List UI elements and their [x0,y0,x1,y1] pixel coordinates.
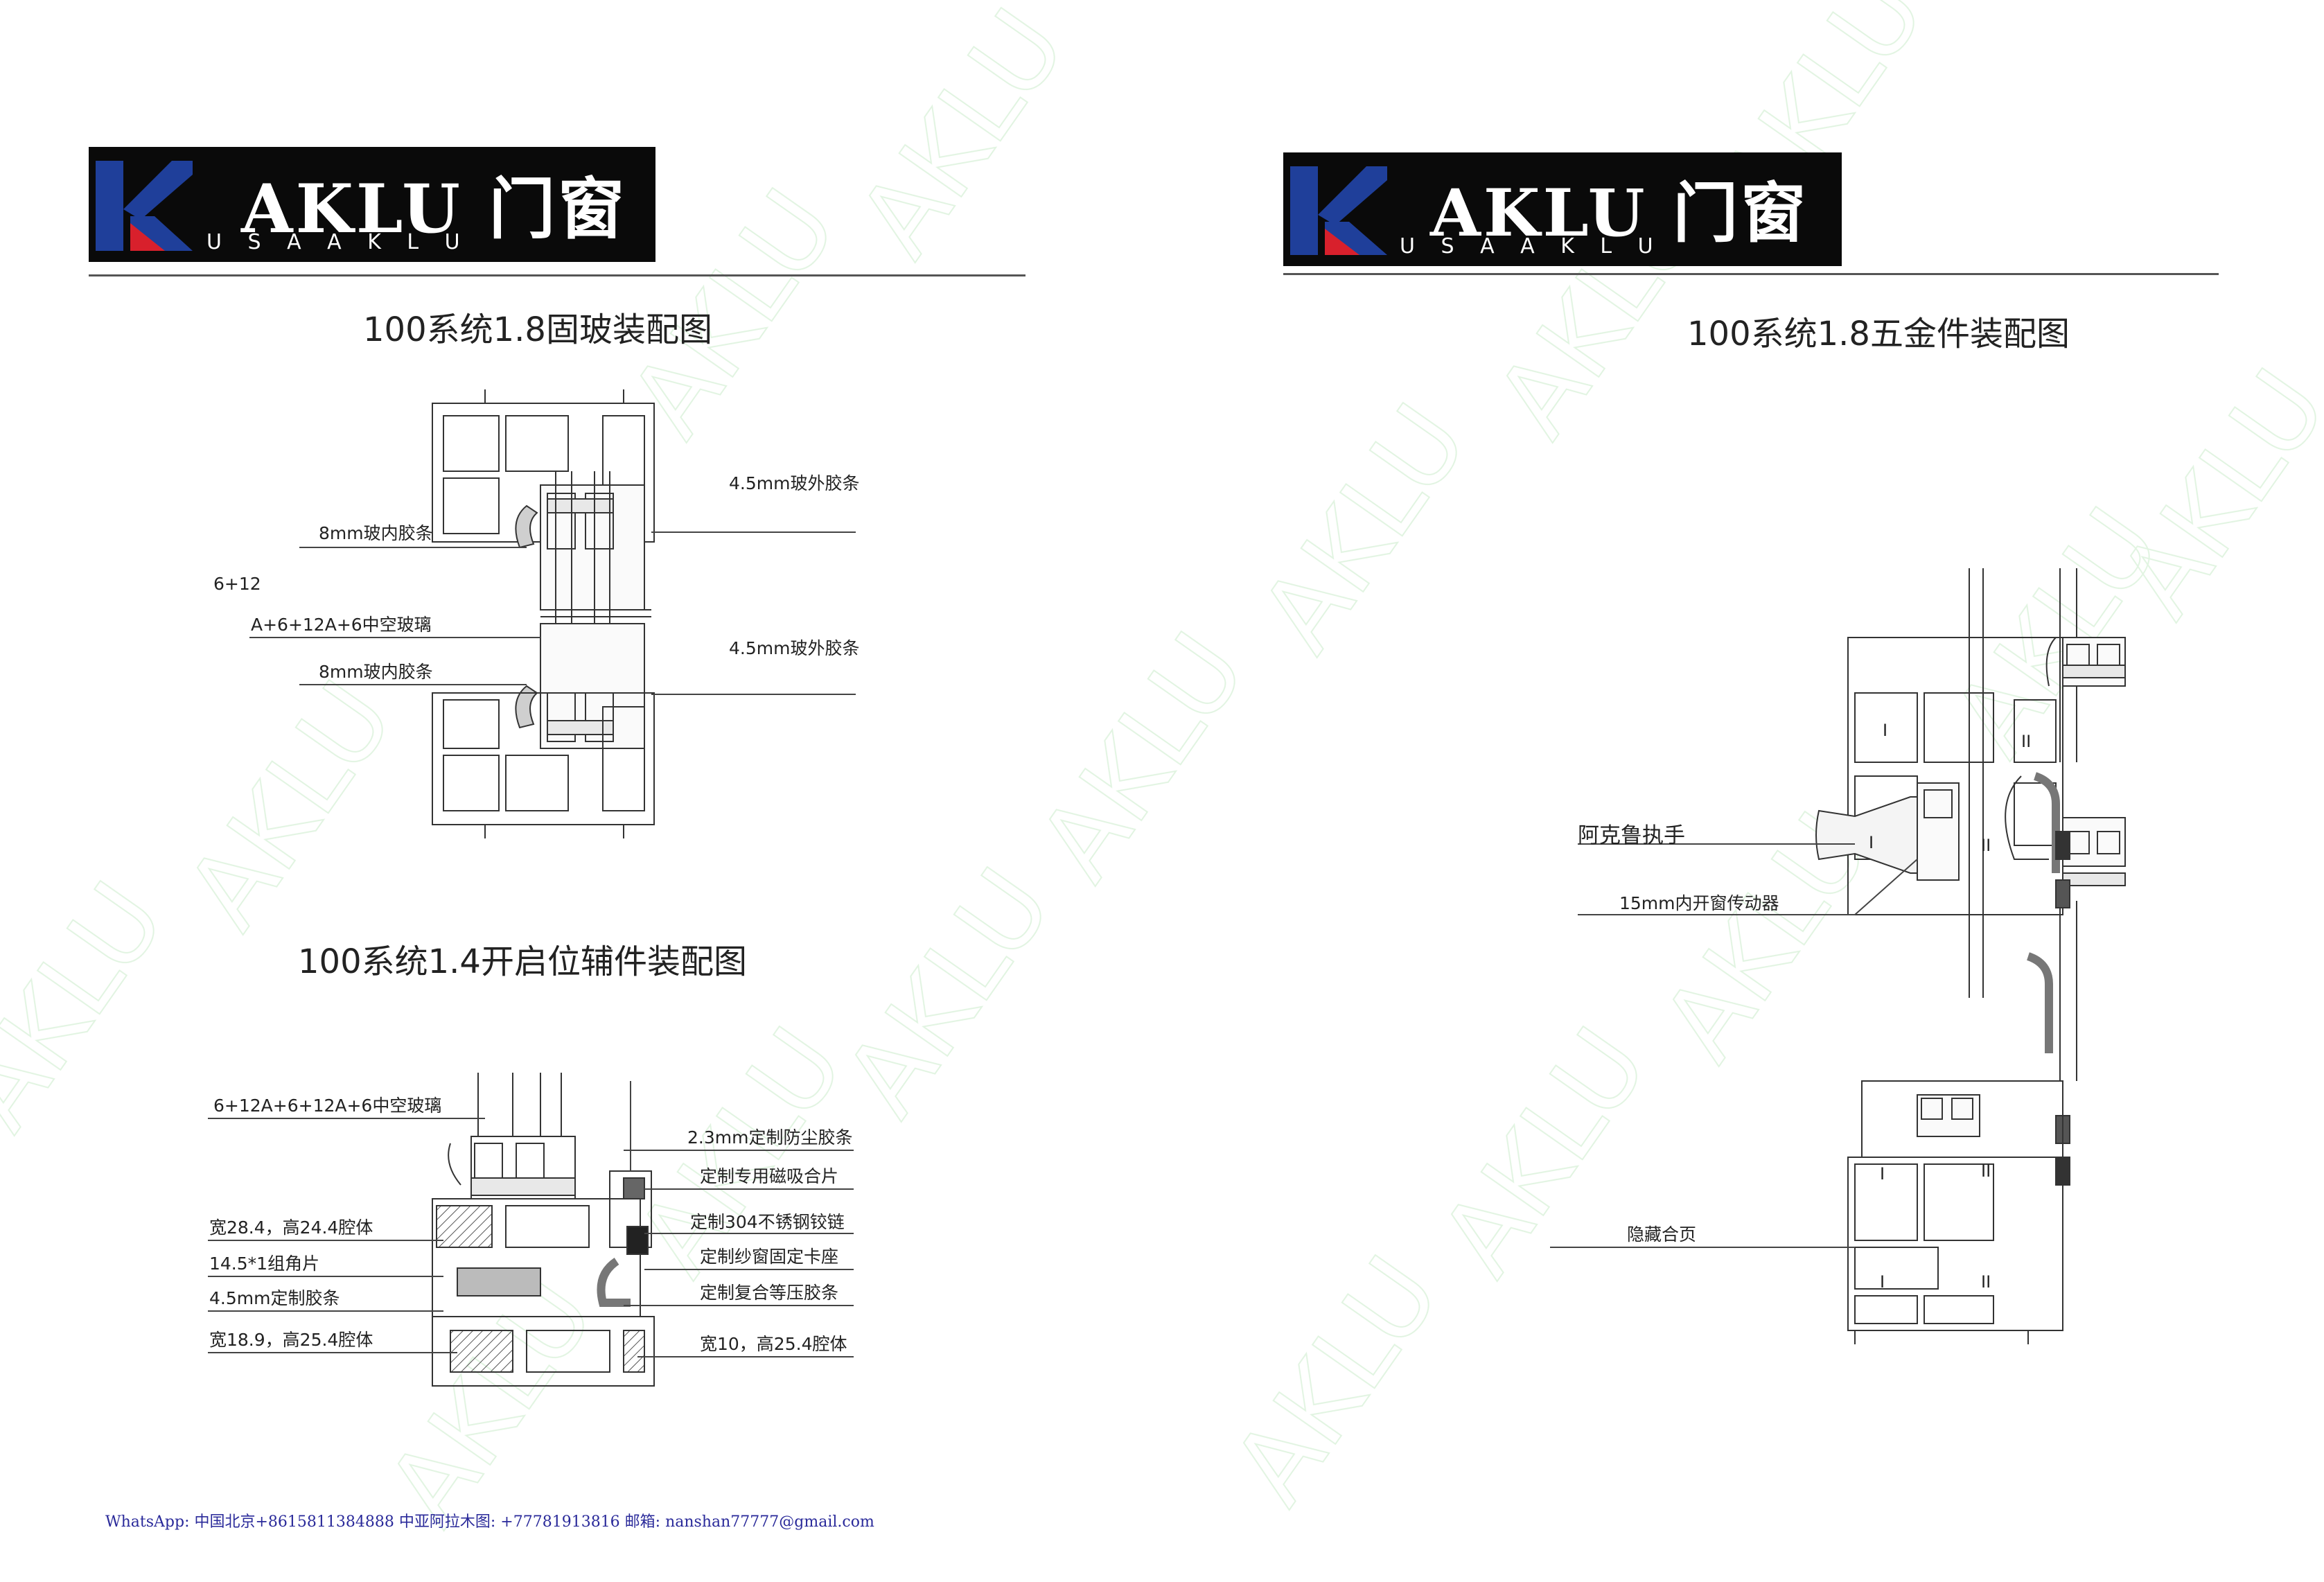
header-rule [89,274,1025,276]
label-hollow-glass: A+6+12A+6中空玻璃 [251,615,432,635]
label-triple-glass: 6+12A+6+12A+6中空玻璃 [213,1096,442,1116]
footer-contact: WhatsApp: 中国北京+8615811384888 中亚阿拉木图: +77… [105,1513,874,1531]
mark-i-1: I [1883,721,1888,740]
header-rule [1283,273,2219,275]
label-hinge: 定制304不锈钢铰链 [690,1212,845,1232]
mark-i-3: I [1880,1164,1885,1184]
mark-ii-3: II [1981,1161,1991,1181]
title-hardware: 100系统1.8五金件装配图 [1687,315,2070,353]
label-outer-strip-2: 4.5mm玻外胶条 [729,638,860,658]
mark-i-2: I [1869,833,1874,852]
title-opening-accessories: 100系统1.4开启位辅件装配图 [298,942,747,981]
label-corner-piece: 14.5*1组角片 [209,1254,320,1274]
label-handle: 阿克鲁执手 [1578,823,1685,848]
label-outer-strip-1: 4.5mm玻外胶条 [729,473,860,493]
left-page: AKLU 门窗 U S A A K L U 100系统1.8固玻装配图 [89,147,1025,1531]
right-page: AKLU 门窗 U S A A K L U 100系统1.8五金件装配图 [1162,0,2324,1582]
opening-section-drawing [208,1073,854,1387]
label-dust-strip: 2.3mm定制防尘胶条 [687,1127,853,1148]
mark-i-4: I [1880,1272,1885,1292]
mark-ii-4: II [1981,1272,1991,1292]
brand-text: AKLU 门窗 [241,170,628,248]
brand-subtext: U S A A K L U [1400,234,1663,258]
brand-subtext: U S A A K L U [206,230,470,254]
k-mark-icon [1290,166,1387,255]
label-inner-strip-2: 8mm玻内胶条 [319,662,433,682]
label-cavity-1: 宽28.4，高24.4腔体 [209,1218,373,1238]
label-actuator: 15mm内开窗传动器 [1619,893,1779,913]
label-six-twelve: 6+12 [213,574,261,594]
hardware-section-drawing [1550,568,2126,1344]
k-mark-icon [96,161,193,251]
label-magnet: 定制专用磁吸合片 [700,1166,839,1186]
brand-logo-right: AKLU 门窗 U S A A K L U [1283,152,1842,266]
label-pressure-strip: 定制复合等压胶条 [700,1283,839,1303]
title-fixed-glass: 100系统1.8固玻装配图 [363,310,712,349]
label-hidden-hinge: 隐藏合页 [1627,1224,1697,1245]
mark-ii-1: II [2021,732,2032,751]
label-cavity-3: 宽10，高25.4腔体 [700,1334,847,1354]
label-cavity-2: 宽18.9，高25.4腔体 [209,1330,373,1350]
mark-ii-2: II [1981,836,1991,855]
label-screen-seat: 定制纱窗固定卡座 [700,1247,839,1267]
brand-logo: AKLU 门窗 U S A A K L U [89,147,655,262]
label-inner-strip-1: 8mm玻内胶条 [319,523,433,543]
fixed-glass-section-drawing [249,389,856,838]
brand-text: AKLU 门窗 [1430,175,1809,252]
label-custom-strip: 4.5mm定制胶条 [209,1288,340,1308]
